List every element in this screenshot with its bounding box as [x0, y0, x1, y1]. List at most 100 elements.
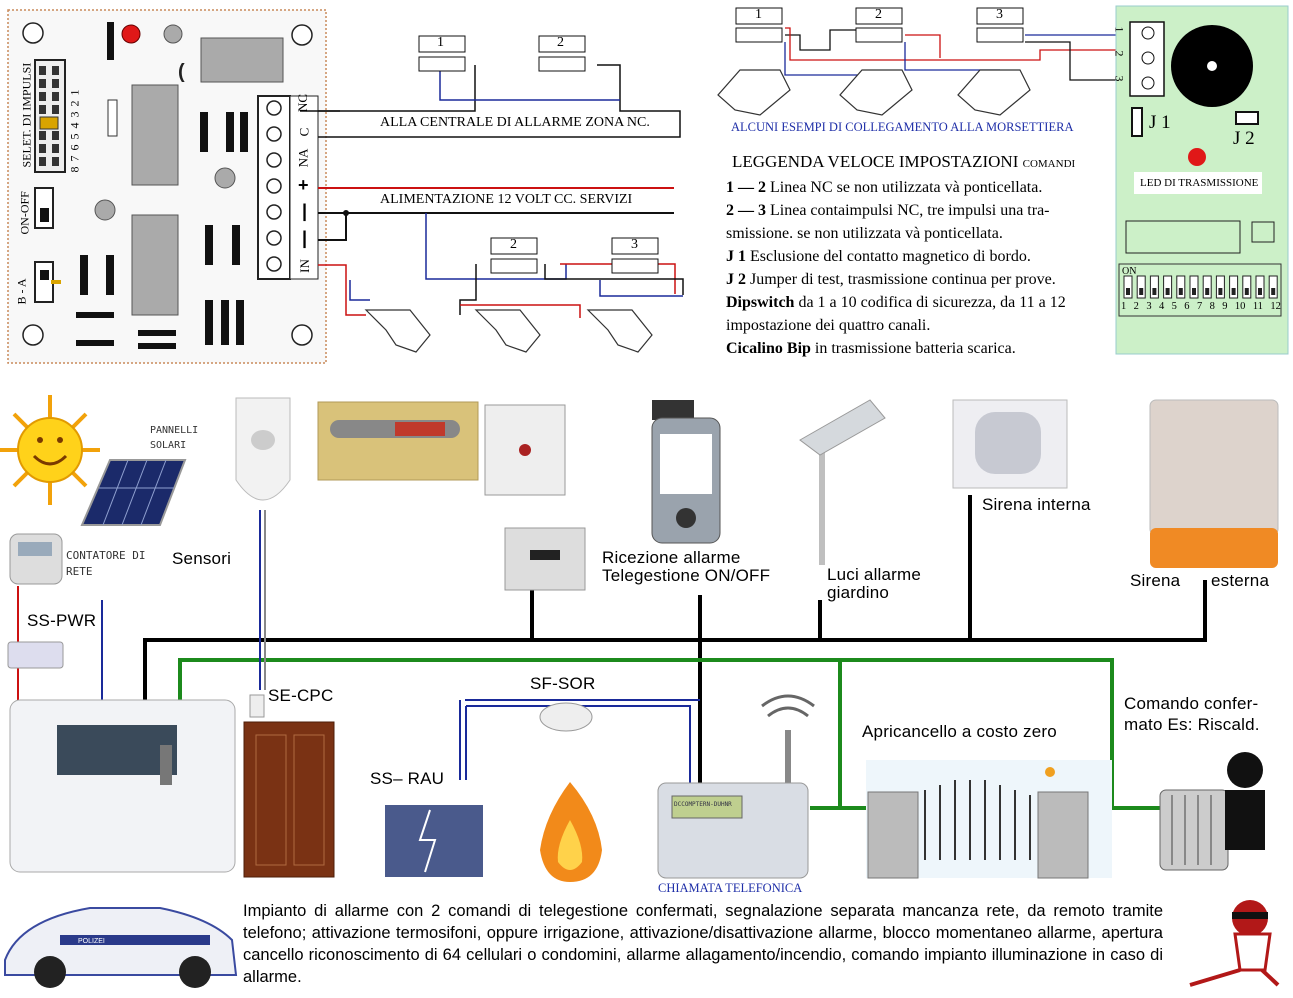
jumper-j2-label: J 2	[1233, 128, 1255, 149]
terminal-label-minus-1: |	[302, 201, 308, 221]
legend-text: da 1 a 10 codifica di sicurezza, da 11 a…	[726, 294, 1066, 334]
terminal-label-c: C	[296, 127, 312, 137]
contact-number-1: 1	[437, 35, 444, 50]
pir-sensors-top	[717, 69, 1031, 116]
examples-caption: ALCUNI ESEMPI DI COLLEGAMENTO ALLA MORSE…	[731, 120, 1074, 134]
dip-switch-knob	[1205, 288, 1210, 295]
remote-management-label: Telegestione ON/OFF	[602, 566, 771, 585]
legend-key: 2 — 3	[726, 202, 766, 219]
dip-number: 11	[1252, 301, 1263, 312]
ss-pwr-label: SS-PWR	[27, 611, 97, 630]
dip-switch	[1255, 275, 1265, 299]
legend-title-text: LEGGENDA VELOCE IMPOSTAZIONI	[732, 152, 1019, 171]
dip-number: 7	[1196, 301, 1203, 312]
dip-number: 10	[1234, 301, 1246, 312]
legend-text: Linea NC se non utilizzata và ponticella…	[766, 179, 1043, 196]
legend-line: Cicalino Bip in trasmissione batteria sc…	[726, 337, 1106, 360]
ss-pwr-module-icon	[7, 641, 64, 669]
police-car-icon	[4, 907, 238, 988]
contact-number-2: 2	[557, 35, 564, 50]
legend-text: Jumper di test, trasmissione continua pe…	[746, 271, 1056, 288]
dip-number: 4	[1158, 301, 1165, 312]
black-bus	[143, 495, 1207, 790]
garden-light-icon	[799, 399, 886, 565]
b-a-label: B - A	[14, 278, 29, 305]
contact-number-bottom-2: 2	[510, 237, 517, 252]
fire-icon	[540, 782, 602, 882]
external-siren-label-a: Sirena	[1130, 571, 1181, 590]
storm-icon	[385, 805, 483, 877]
contact-switch-bottom-2	[490, 237, 538, 274]
dip-number: 9	[1222, 301, 1228, 312]
dip-switch-knob	[1244, 288, 1249, 295]
dip-switch	[1242, 275, 1252, 299]
transmitter-terminal-1: 1	[1112, 26, 1127, 33]
dip-switch-knob	[1271, 288, 1276, 295]
radiator-icon	[1159, 752, 1265, 871]
terminal-label-in: IN	[296, 259, 312, 273]
dip-number: 6	[1184, 301, 1190, 312]
roller-shutter-icon	[317, 401, 479, 481]
solar-panels-label: PANNELLI SOLARI	[150, 425, 199, 451]
alarm-panel-icon	[9, 699, 236, 873]
right-contacts	[735, 7, 1024, 43]
thief-icon	[1189, 900, 1280, 987]
left-circuit-board: (	[7, 9, 327, 364]
dip-switch-bank	[1123, 275, 1278, 299]
sun-icon	[0, 395, 100, 505]
control-box-icon	[484, 404, 566, 496]
sensors-label: Sensori	[172, 549, 232, 568]
contact-switch-2	[538, 35, 586, 72]
dip-switch-knob	[1258, 288, 1262, 295]
dialer-lcd-text: DCCOMPTERN-DUHNR	[674, 801, 732, 808]
terminal-label-plus: +	[298, 175, 309, 195]
dip-switch-knob	[1152, 288, 1157, 295]
dip-switch	[1136, 275, 1146, 299]
door-icon	[243, 694, 335, 878]
led-label: LED DI TRASMISSIONE	[1140, 177, 1259, 189]
contact-number-bottom-3: 3	[631, 237, 638, 252]
terminal-label-minus-2: |	[302, 228, 308, 248]
pir-sensor-icon	[235, 397, 291, 501]
dip-switch	[1176, 275, 1186, 299]
impulse-selector-label: SELET. DI IMPULSI	[19, 62, 34, 168]
dip-number: 3	[1146, 301, 1152, 312]
transmitter-terminal-2: 2	[1112, 50, 1127, 57]
external-siren-icon	[1149, 399, 1279, 568]
dip-number: 5	[1171, 301, 1177, 312]
dip-switch	[1268, 275, 1278, 299]
zone-line-label: ALLA CENTRALE DI ALLARME ZONA NC.	[380, 115, 650, 130]
dip-number: 12	[1270, 301, 1281, 312]
relay-board-icon	[504, 527, 586, 591]
pir-sensors-bottom	[364, 309, 653, 353]
legend-key: Dipswitch	[726, 294, 795, 311]
dip-switch	[1163, 275, 1173, 299]
right-wires	[784, 27, 1116, 81]
legend-title-small: COMANDI	[1022, 158, 1076, 170]
dip-switch	[1202, 275, 1212, 299]
gate-icon	[866, 760, 1112, 879]
police-car-text: POLIZEI	[78, 938, 105, 945]
meter-icon	[9, 533, 63, 585]
meter-label: CONTATORE DI RETE	[66, 549, 146, 578]
legend-text: Esclusione del contatto magnetico di bor…	[746, 248, 1031, 265]
terminal-label-na: NA	[295, 148, 311, 168]
on-off-label: ON-OFF	[17, 191, 32, 235]
dip-switch	[1189, 275, 1199, 299]
dip-number: 8	[1209, 301, 1215, 312]
gsm-dialer-icon	[657, 694, 815, 879]
dip-switch	[1229, 275, 1239, 299]
dip-number: 1	[1121, 301, 1127, 312]
dip-switch	[1123, 275, 1133, 299]
dip-switch-knob	[1178, 288, 1183, 295]
legend-line: J 2 Jumper di test, trasmissione continu…	[726, 268, 1106, 291]
dip-on-label: ON	[1122, 266, 1137, 277]
contact-switch-bottom-3	[611, 237, 659, 274]
dip-switch-knob	[1192, 288, 1196, 295]
se-cpc-label: SE-CPC	[268, 686, 334, 705]
external-siren-label-b: esterna	[1211, 571, 1270, 590]
dip-switch-knob	[1126, 288, 1130, 295]
solar-panel-icon	[80, 459, 187, 526]
ss-rau-label: SS– RAU	[370, 769, 445, 788]
